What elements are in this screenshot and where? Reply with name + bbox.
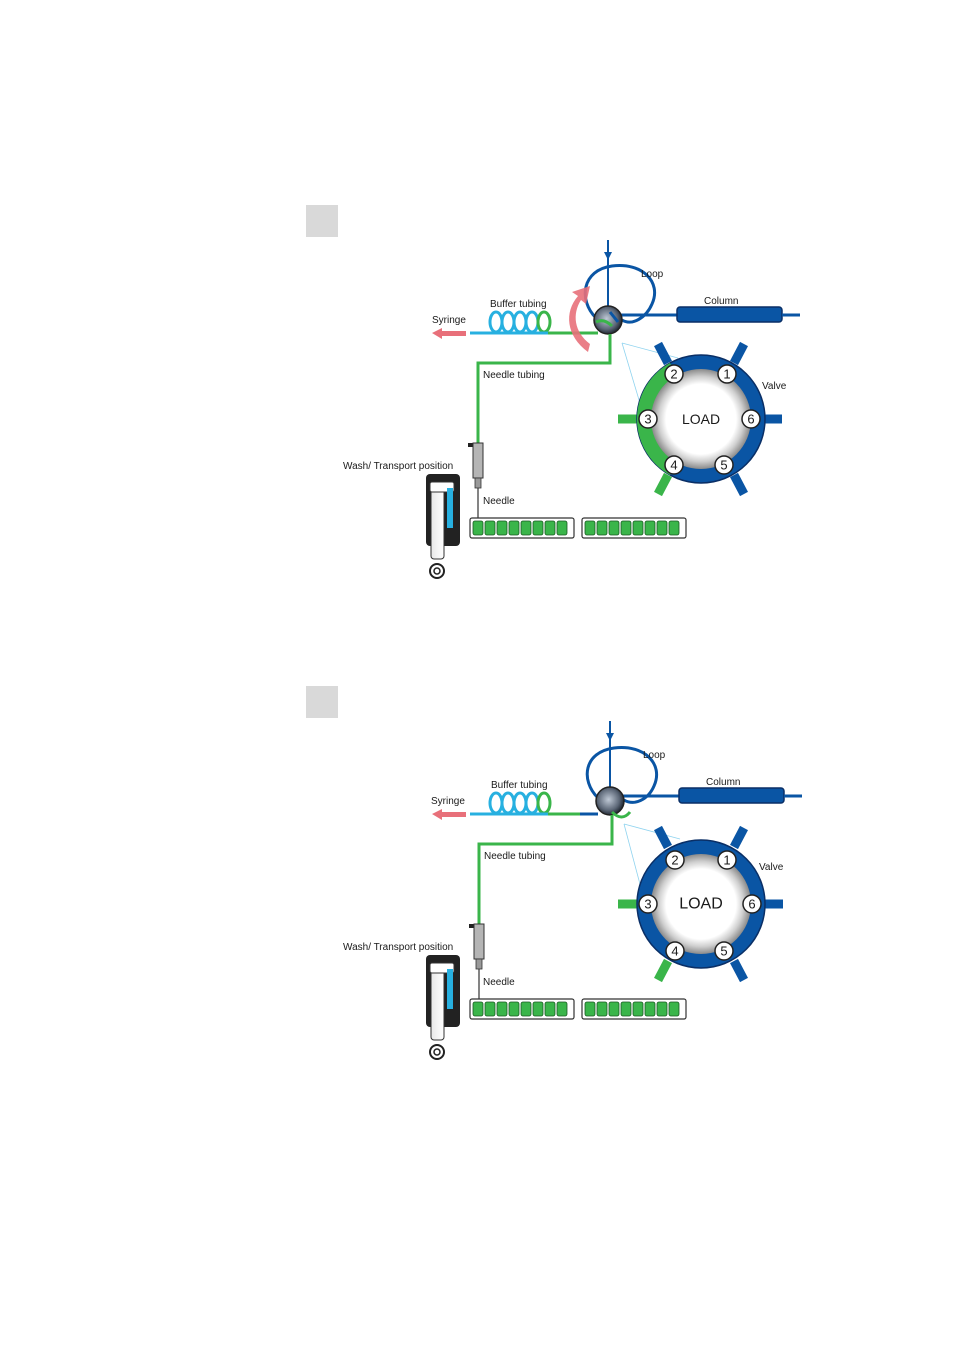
port-6-label: 6 — [747, 412, 754, 427]
valve-state-label: LOAD — [679, 896, 723, 913]
injection-diagram-1: Loop Column Syringe Buffer tubing Needle… — [0, 220, 954, 620]
valve-label: Valve — [759, 862, 784, 873]
needle-tubing — [478, 334, 610, 445]
needle-icon — [468, 443, 483, 528]
port-2-label: 2 — [671, 853, 678, 868]
port-2-label: 2 — [670, 367, 677, 382]
inlet-line — [606, 721, 614, 792]
port-1-label: 1 — [723, 853, 730, 868]
needle-tubing-label: Needle tubing — [484, 851, 546, 862]
valve-label: Valve — [762, 381, 787, 392]
column — [677, 307, 782, 322]
wash-station-icon — [426, 474, 460, 578]
wash-transport-label: Wash/ Transport position — [343, 461, 453, 472]
needle-label: Needle — [483, 496, 515, 507]
wash-transport-label: Wash/ Transport position — [343, 942, 453, 953]
port-3-label: 3 — [644, 897, 651, 912]
loop-label: Loop — [641, 269, 664, 280]
inlet-arrow-icon — [604, 252, 612, 260]
detail-leader-1 — [624, 824, 680, 839]
needle-label: Needle — [483, 977, 515, 988]
port-3-label: 3 — [644, 412, 651, 427]
port-6-label: 6 — [748, 897, 755, 912]
column-label: Column — [704, 296, 738, 307]
syringe-label: Syringe — [432, 315, 466, 326]
port-4-label: 4 — [671, 944, 678, 959]
port-4-label: 4 — [670, 458, 677, 473]
syringe-arrow-icon — [432, 809, 466, 820]
inlet-line — [604, 240, 612, 312]
syringe-label: Syringe — [431, 796, 465, 807]
injection-diagram-2: Loop Column Syringe Buffer tubing Needle… — [0, 701, 954, 1101]
port-5-label: 5 — [720, 458, 727, 473]
valve-hub-icon — [596, 787, 624, 815]
needle-tubing-label: Needle tubing — [483, 370, 545, 381]
rotation-arrow-icon — [569, 286, 590, 352]
buffer-tubing-label: Buffer tubing — [491, 780, 548, 791]
port-5-label: 5 — [720, 944, 727, 959]
sample-rack-icon — [470, 999, 686, 1019]
syringe-arrow-icon — [432, 328, 466, 339]
column-label: Column — [706, 777, 740, 788]
hub-green-path — [612, 812, 630, 817]
column — [679, 788, 784, 803]
sample-rack-icon — [470, 518, 686, 538]
buffer-tubing-coil — [490, 312, 550, 333]
needle-tubing — [479, 815, 612, 926]
inlet-arrow-icon — [606, 733, 614, 741]
needle-icon — [469, 924, 484, 1010]
detail-leader-1 — [622, 343, 678, 358]
wash-station-icon — [426, 955, 460, 1059]
buffer-tubing-label: Buffer tubing — [490, 299, 547, 310]
loop-label: Loop — [643, 750, 666, 761]
buffer-tubing-coil — [490, 793, 550, 814]
port-1-label: 1 — [723, 367, 730, 382]
valve-state-label: LOAD — [682, 411, 720, 427]
